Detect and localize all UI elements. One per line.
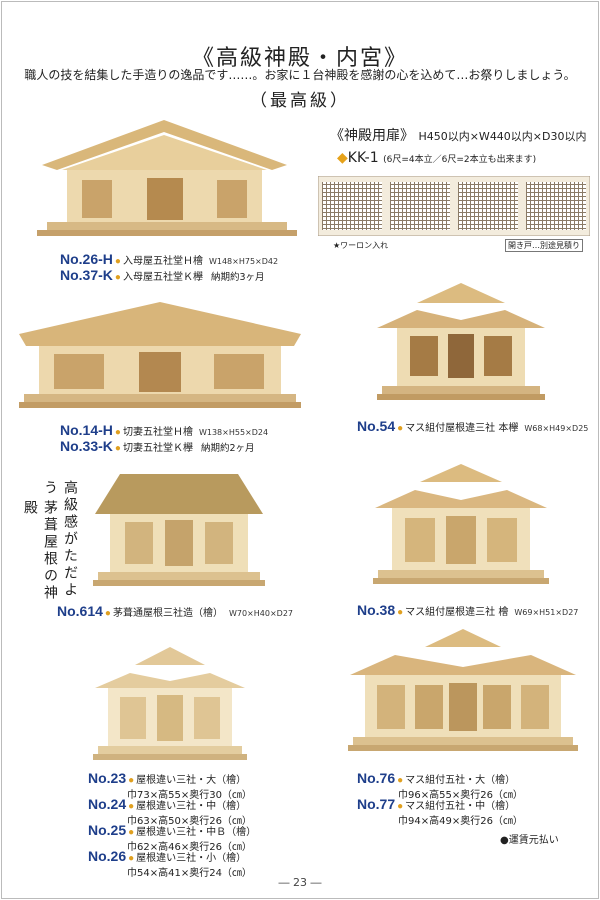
shrine-image-no76: [345, 625, 581, 765]
shrine-illustration: [93, 474, 265, 586]
bullet-icon: ●: [128, 827, 135, 838]
door-model-line: ◆KK-1 (6尺=4本立／6尺=2本立も出来ます): [337, 150, 536, 166]
door-panel-dimensions: H450以内×W440以内×D30以内: [418, 130, 587, 143]
door-panel-title: 《神殿用扉》 H450以内×W440以内×D30以内: [330, 125, 587, 145]
product-size: W70×H40×D27: [228, 609, 293, 618]
product-number: No.77: [357, 796, 396, 812]
product-label-no26h: No.26-H●入母屋五社堂Ｈ檜 W148×H75×D42: [60, 251, 278, 267]
product-description: 屋根違い三社・中Ｂ（檜）: [136, 827, 257, 838]
product-label-no23: No.23●屋根違い三社・大（檜）: [88, 770, 246, 786]
shrine-image-no54: [372, 278, 550, 413]
product-number: No.54: [357, 418, 396, 434]
product-description: 屋根違い三社・中（檜）: [136, 801, 247, 812]
product-number: No.33-K: [60, 438, 113, 454]
open-door-note: 開き戸…別途見積り: [505, 239, 583, 252]
shrine-illustration: [373, 464, 549, 584]
bullet-icon: ●: [104, 608, 111, 619]
product-dimensions: 巾62×高46×奥行26（㎝）: [127, 842, 252, 853]
product-description: マス組付五社・中（檜）: [405, 801, 516, 812]
bullet-icon: ●: [397, 423, 404, 434]
product-dimensions: 巾73×高55×奥行30（㎝）: [127, 790, 252, 801]
bullet-icon: ●: [128, 775, 135, 786]
product-dimensions: 巾94×高49×奥行26（㎝）: [398, 816, 523, 827]
product-label-no76: No.76●マス組付五社・大（檜）: [357, 770, 515, 786]
product-label-no26: No.26●屋根違い三社・小（檜）: [88, 848, 246, 864]
door-model: KK-1: [347, 150, 379, 166]
door-panel-image: [317, 175, 591, 237]
product-size: W138×H55×D24: [198, 428, 269, 437]
page-subtitle: 職人の技を結集した手造りの逸品です……。お家に１台神殿を感謝の心を込めて…お祭り…: [24, 68, 576, 82]
product-number: No.14-H: [60, 422, 113, 438]
shrine-image-no14: [14, 294, 306, 419]
shrine-image-no23: [90, 643, 250, 768]
catch-copy-line1: 高級感がただよう: [42, 480, 78, 599]
product-label-no54: No.54●マス組付屋根違三社 本欅 W68×H49×D25: [357, 418, 588, 434]
product-dimensions: 巾96×高55×奥行26（㎝）: [398, 790, 523, 801]
bullet-icon: ●: [397, 801, 404, 812]
product-description: マス組付五社・大（檜）: [405, 775, 516, 786]
bullet-icon: ●: [397, 775, 404, 786]
product-number: No.76: [357, 770, 396, 786]
product-number: No.37-K: [60, 267, 113, 283]
product-description: マス組付屋根違三社 本欅: [405, 423, 519, 434]
shrine-illustration: [19, 302, 301, 408]
product-dimensions: 巾54×高41×奥行24（㎝）: [127, 868, 252, 879]
bullet-icon: ●: [397, 607, 404, 618]
product-description: 屋根違い三社・大（檜）: [136, 775, 247, 786]
wirelon-note: ★ワーロン入れ: [333, 241, 389, 250]
product-description: 入母屋五社堂Ｈ檜: [122, 256, 203, 267]
product-number: No.614: [57, 603, 103, 619]
product-label-no14h: No.14-H●切妻五社堂Ｈ檜 W138×H55×D24: [60, 422, 268, 438]
catch-copy-line2: 茅葺屋根の神殿: [22, 500, 58, 602]
shrine-image-no26: [22, 110, 307, 248]
product-label-no614: No.614●茅葺通屋根三社造（檜） W70×H40×D27: [57, 603, 293, 619]
product-label-no25: No.25●屋根違い三社・中Ｂ（檜）: [88, 822, 256, 838]
product-description: マス組付屋根違三社 檜: [405, 607, 509, 618]
product-label-no33k: No.33-K●切妻五社堂Ｋ欅納期約2ヶ月: [60, 438, 255, 454]
bullet-icon: ●: [114, 256, 121, 267]
product-number: No.26: [88, 848, 127, 864]
shipping-note: ●運賃元払い: [500, 835, 559, 846]
product-number: No.38: [357, 602, 396, 618]
bullet-icon: ●: [128, 853, 135, 864]
product-number: No.23: [88, 770, 127, 786]
door-panel-heading: 《神殿用扉》: [330, 128, 414, 144]
lead-time: 納期約3ヶ月: [210, 272, 265, 283]
lattice-door-illustration: [317, 175, 591, 237]
lead-time: 納期約2ヶ月: [200, 443, 255, 454]
product-label-no77: No.77●マス組付五社・中（檜）: [357, 796, 515, 812]
shrine-illustration: [37, 120, 297, 236]
product-number: No.25: [88, 822, 127, 838]
shrine-illustration: [348, 629, 578, 751]
shrine-illustration: [93, 647, 247, 760]
page-title: 《高級神殿・内宮》: [191, 46, 408, 71]
shrine-illustration: [377, 283, 545, 400]
bullet-icon: ●: [128, 801, 135, 812]
bullet-icon: ●: [114, 427, 121, 438]
product-label-no37k: No.37-K●入母屋五社堂Ｋ欅納期約3ヶ月: [60, 267, 265, 283]
product-label-no38: No.38●マス組付屋根違三社 檜 W69×H51×D27: [357, 602, 578, 618]
product-number: No.24: [88, 796, 127, 812]
product-dimensions: 巾63×高50×奥行26（㎝）: [127, 816, 252, 827]
page-number: ― 23 ―: [278, 876, 322, 889]
shrine-image-no38: [370, 460, 552, 598]
product-size: W148×H75×D42: [208, 257, 279, 266]
bullet-icon: ●: [114, 443, 121, 454]
product-description: 茅葺通屋根三社造（檜）: [112, 608, 223, 619]
product-description: 切妻五社堂Ｋ欅: [122, 443, 193, 454]
product-size: W69×H51×D27: [514, 608, 579, 617]
product-label-no24: No.24●屋根違い三社・中（檜）: [88, 796, 246, 812]
grade-label: （最高級）: [250, 91, 350, 111]
product-size: W68×H49×D25: [524, 424, 589, 433]
door-model-note: (6尺=4本立／6尺=2本立も出来ます): [383, 155, 537, 165]
product-description: 入母屋五社堂Ｋ欅: [122, 272, 203, 283]
product-description: 切妻五社堂Ｈ檜: [122, 427, 193, 438]
shrine-image-no614: [90, 466, 268, 601]
bullet-icon: ●: [114, 272, 121, 283]
diamond-icon: ◆: [337, 150, 348, 166]
product-number: No.26-H: [60, 251, 113, 267]
product-description: 屋根違い三社・小（檜）: [136, 853, 247, 864]
